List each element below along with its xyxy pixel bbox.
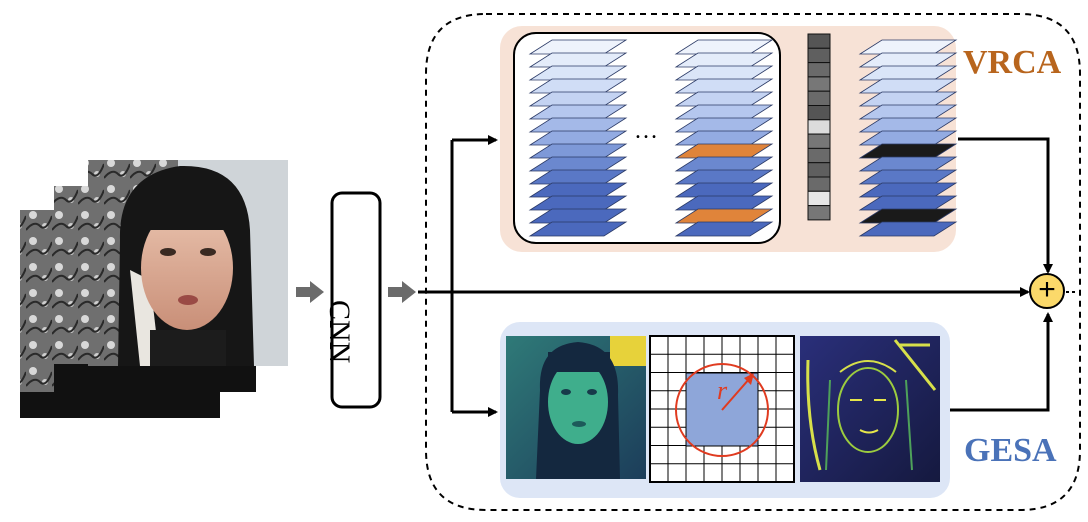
cnn-output-arrow — [388, 281, 416, 303]
gesa-output-arrow — [950, 312, 1053, 412]
cnn-label: CNN — [323, 300, 356, 364]
vrca-output-arrow — [958, 137, 1053, 274]
gesa-label: GESA — [964, 432, 1057, 469]
channel-weight-cell — [807, 62, 831, 78]
feature-slice — [858, 221, 958, 237]
grayscale-face-map-icon — [506, 336, 646, 479]
feature-slice — [674, 221, 774, 237]
channel-weight-cell — [807, 162, 831, 178]
neighborhood-grid — [649, 335, 795, 483]
radius-circle — [675, 363, 769, 457]
channel-attention-bar — [807, 33, 831, 221]
input-frames — [20, 160, 288, 418]
feature-slice — [528, 221, 628, 237]
frame-1 — [88, 160, 288, 366]
feature-stack-left — [528, 39, 628, 237]
channel-weight-cell — [807, 133, 831, 149]
channel-weight-cell — [807, 205, 831, 221]
channel-weight-cell — [807, 105, 831, 121]
channel-weight-cell — [807, 119, 831, 135]
feature-stack-middle — [674, 39, 774, 237]
cnn-block — [330, 191, 382, 409]
channel-weight-cell — [807, 33, 831, 49]
radius-label: r — [717, 376, 728, 405]
ellipsis-label: … — [634, 118, 658, 144]
sum-symbol: + — [1038, 273, 1056, 306]
channel-weight-cell — [807, 147, 831, 164]
plus-circle-icon — [1029, 273, 1065, 309]
channel-weight-cell — [807, 90, 831, 106]
edge-face-map-icon — [800, 336, 940, 482]
channel-weight-cell — [807, 47, 831, 64]
channel-weight-cell — [807, 190, 831, 207]
input-arrow — [296, 281, 324, 303]
radius-arrow — [721, 377, 751, 411]
feature-stack-reweighted — [858, 39, 958, 237]
vrca-label: VRCA — [963, 44, 1062, 81]
channel-weight-cell — [807, 76, 831, 92]
channel-weight-cell — [807, 176, 831, 192]
module-container — [425, 13, 1081, 511]
